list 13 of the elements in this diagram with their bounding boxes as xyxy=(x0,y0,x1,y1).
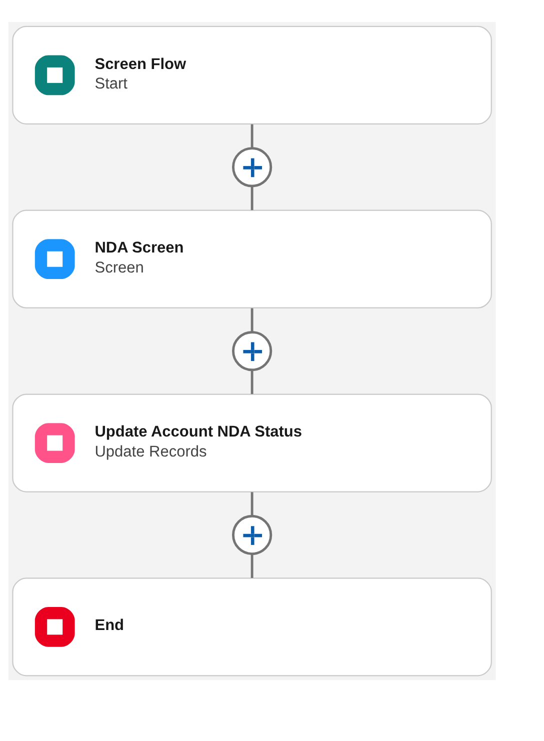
node-box: End xyxy=(12,577,492,676)
node-circle xyxy=(232,146,272,187)
node-circle xyxy=(232,514,272,555)
connector xyxy=(250,185,254,210)
connector xyxy=(250,308,254,332)
node-box: NDA Screen Screen xyxy=(12,209,492,308)
connector xyxy=(250,553,254,578)
node-box: Update Account NDA Status Update Records xyxy=(12,393,492,492)
connector xyxy=(250,124,254,148)
connector xyxy=(250,369,254,394)
node-box: Screen Flow Start xyxy=(12,25,492,124)
node-circle xyxy=(232,330,272,371)
connector xyxy=(250,492,254,516)
